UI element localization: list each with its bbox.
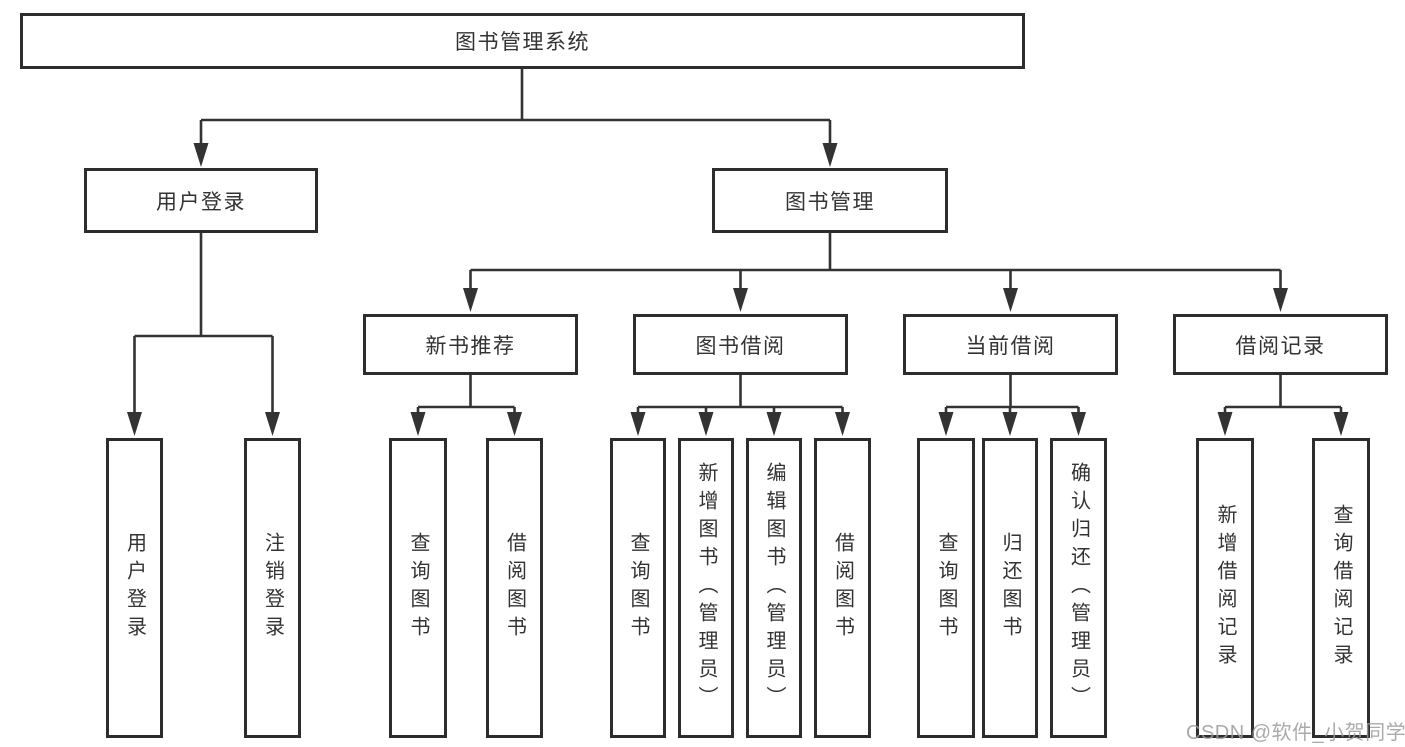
leaf-confirm-return-admin: 确认归还（管理员） — [1050, 438, 1107, 738]
node-label: 确认归还（管理员） — [1067, 462, 1090, 714]
leaf-add-borrow-record: 新增借阅记录 — [1196, 438, 1254, 738]
node-label: 查询图书 — [407, 532, 429, 644]
node-label: 借阅图书 — [503, 532, 526, 644]
node-label: 图书管理系统 — [455, 31, 590, 54]
leaf-search-books-current: 查询图书 — [917, 438, 975, 738]
connector-newbook-to-leaves — [410, 375, 522, 436]
leaf-borrow-books-recommend: 借阅图书 — [486, 438, 543, 738]
node-label: 图书管理 — [785, 190, 875, 214]
leaf-return-books: 归还图书 — [982, 438, 1038, 738]
connector-currentborrow-to-leaves — [938, 375, 1086, 436]
leaf-borrow-books-borrow: 借阅图书 — [814, 438, 871, 738]
connector-userlogin-to-leaves — [127, 233, 280, 436]
leaf-search-borrow-record: 查询借阅记录 — [1312, 438, 1370, 738]
leaf-logout: 注销登录 — [244, 438, 301, 738]
csdn-watermark: CSDN @软件_小贺同学 — [1186, 722, 1405, 744]
node-book-management: 图书管理 — [712, 168, 948, 233]
node-label: 借阅记录 — [1235, 334, 1326, 358]
connector-bookborrow-to-leaves — [630, 375, 850, 436]
node-library-management-system: 图书管理系统 — [20, 13, 1025, 69]
node-new-book-recommend: 新书推荐 — [363, 314, 578, 375]
leaf-search-books-recommend: 查询图书 — [389, 438, 447, 738]
node-label: 归还图书 — [999, 532, 1021, 644]
node-label: 新增图书（管理员） — [695, 462, 717, 714]
node-current-borrow: 当前借阅 — [903, 314, 1118, 375]
connector-borrowrecords-to-leaves — [1217, 375, 1349, 436]
node-user-login: 用户登录 — [84, 168, 318, 233]
leaf-search-books-borrow: 查询图书 — [610, 438, 666, 738]
node-label: 图书借阅 — [695, 334, 786, 358]
node-book-borrow: 图书借阅 — [633, 314, 848, 375]
node-label: 新增借阅记录 — [1214, 504, 1236, 672]
node-label: 借阅图书 — [831, 532, 854, 644]
node-label: 用户登录 — [156, 190, 246, 214]
node-label: 查询借阅记录 — [1330, 504, 1352, 672]
leaf-user-login: 用户登录 — [106, 438, 163, 738]
node-label: 新书推荐 — [425, 334, 516, 358]
connector-root-to-level2 — [193, 69, 838, 167]
leaf-add-book-admin: 新增图书（管理员） — [678, 438, 734, 738]
node-label: 当前借阅 — [965, 334, 1056, 358]
node-label: 查询图书 — [935, 532, 957, 644]
node-label: 编辑图书（管理员） — [763, 462, 785, 714]
connector-bookmgmt-to-level3 — [463, 233, 1288, 312]
leaf-edit-book-admin: 编辑图书（管理员） — [746, 438, 802, 738]
node-label: 注销登录 — [261, 532, 284, 644]
node-label: 用户登录 — [123, 532, 146, 644]
node-label: 查询图书 — [627, 532, 649, 644]
node-borrow-records: 借阅记录 — [1173, 314, 1388, 375]
